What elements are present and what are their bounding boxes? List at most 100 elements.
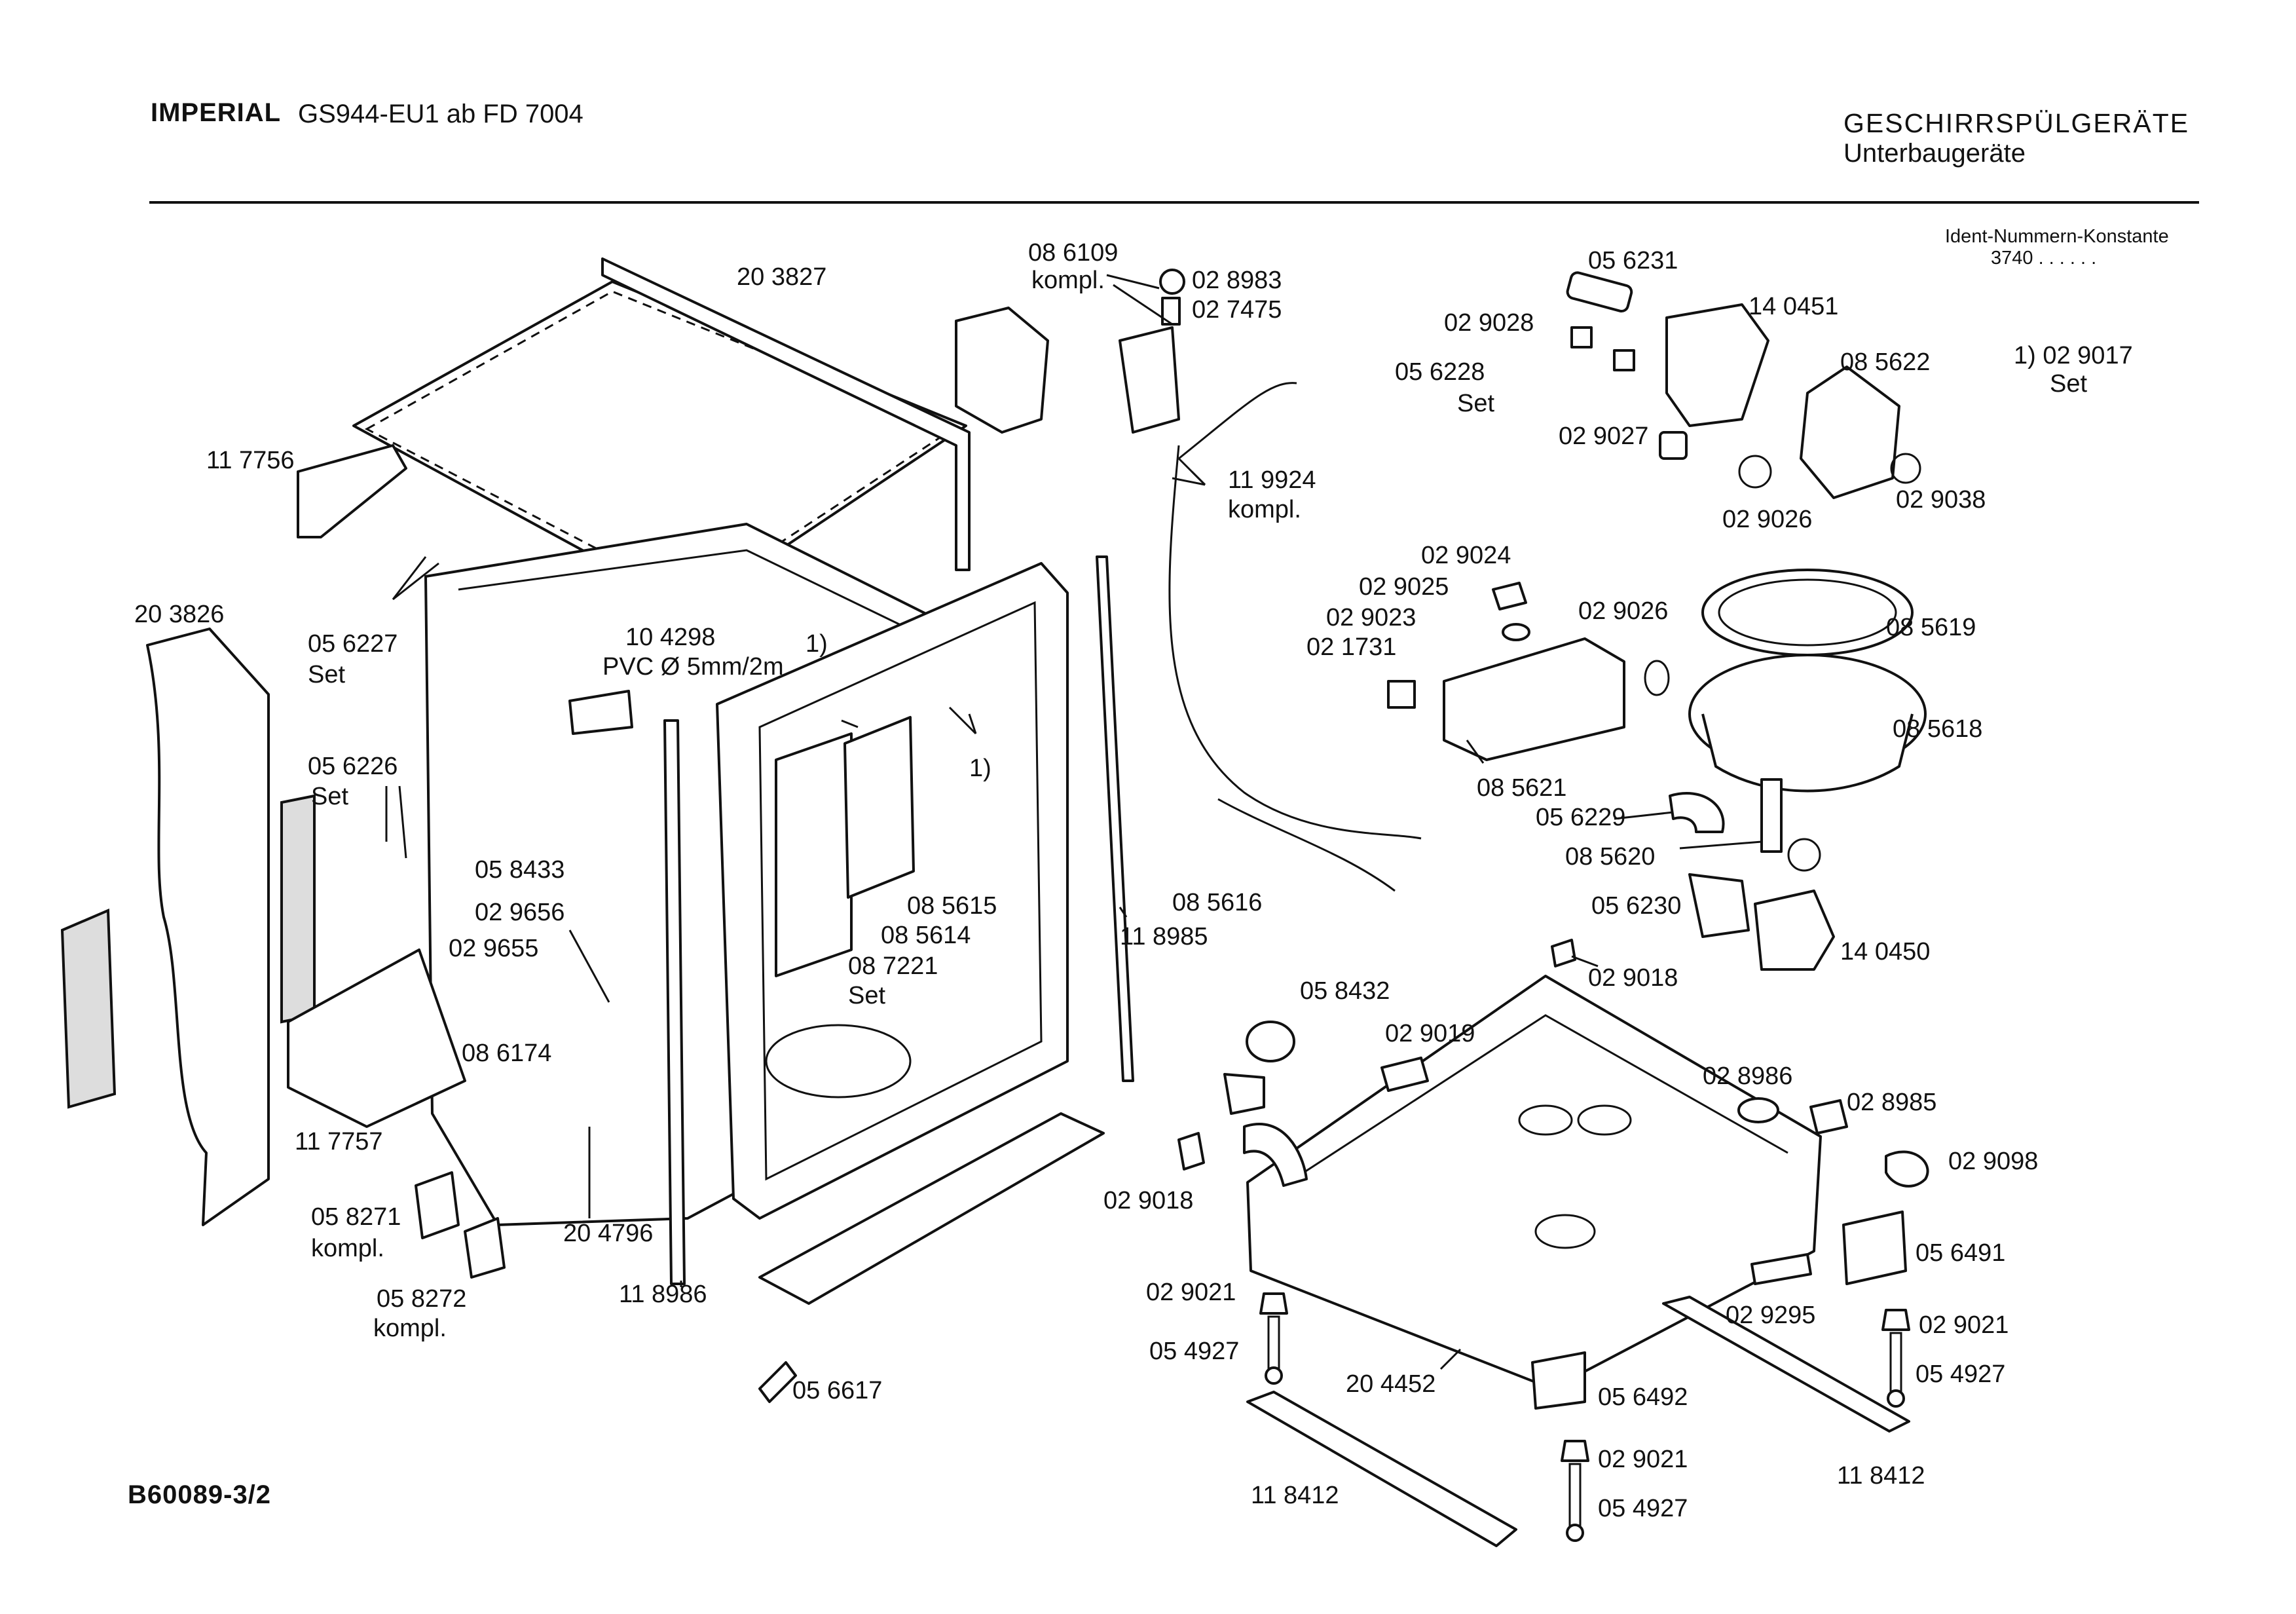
label: 10 4298 — [625, 624, 715, 651]
appliance-subcategory: Unterbaugeräte — [1843, 139, 2026, 168]
seal-11-8985 — [1096, 555, 1134, 1082]
label: 05 6229 — [1536, 804, 1625, 831]
label: 11 7757 — [295, 1128, 383, 1155]
label: 20 4452 — [1346, 1370, 1435, 1398]
clip-02-9018-top — [1551, 939, 1576, 967]
label: 02 9655 — [449, 935, 538, 962]
cable-02-9098 — [1885, 1150, 1929, 1188]
bracket-05-6492 — [1531, 1351, 1586, 1410]
label: kompl. — [373, 1315, 447, 1342]
label: 11 8985 — [1120, 923, 1208, 950]
circulation-pump — [1688, 873, 1835, 971]
foot-rail-right — [1662, 1296, 1910, 1433]
part-labels: 20 3827 08 6109 kompl. 02 8983 02 7475 0… — [134, 239, 2133, 1522]
label: 08 5621 — [1477, 774, 1566, 802]
cap-02-8986 — [1737, 1097, 1779, 1123]
label: 02 9656 — [475, 899, 565, 926]
label: 08 5620 — [1565, 843, 1655, 871]
label: kompl. — [1228, 496, 1301, 523]
base-tray — [1243, 975, 1822, 1390]
label: 05 6227 — [308, 630, 398, 658]
clip-05-6617 — [758, 1361, 797, 1403]
pump-assembly — [1566, 271, 1921, 499]
label: 02 9027 — [1559, 422, 1648, 450]
brand-name: IMPERIAL — [151, 98, 282, 127]
base-rail — [758, 1112, 1105, 1305]
label: 02 9021 — [1598, 1446, 1688, 1473]
side-panel-left — [60, 628, 316, 1226]
label: 08 5622 — [1840, 348, 1930, 376]
label: 08 5615 — [907, 892, 997, 920]
label: 11 8986 — [619, 1281, 707, 1308]
appliance-category: GESCHIRRSPÜLGERÄTE — [1843, 108, 2190, 138]
label: 02 9021 — [1146, 1279, 1236, 1306]
label: 08 5616 — [1172, 889, 1262, 916]
label: 05 6228 — [1395, 358, 1485, 386]
label: 05 6226 — [308, 753, 398, 780]
label: 11 7756 — [206, 447, 295, 474]
foot-rail-left — [1246, 1391, 1517, 1547]
label: Set — [311, 783, 348, 810]
label: 20 4796 — [563, 1220, 653, 1247]
bracket-02-9019 — [1380, 1057, 1429, 1092]
label: 02 7475 — [1192, 296, 1282, 324]
plug-02-9295 — [1750, 1253, 1812, 1285]
label: 02 9026 — [1722, 506, 1812, 533]
switch-02-8985 — [1809, 1099, 1848, 1135]
drawing-number: B60089-3/2 — [128, 1480, 272, 1509]
label: 02 8986 — [1703, 1062, 1792, 1090]
label: 08 6174 — [462, 1040, 551, 1067]
top-plate — [352, 257, 971, 610]
tube-08-5620 — [1760, 778, 1783, 853]
label: 02 8985 — [1847, 1089, 1936, 1116]
switch-05-8271 — [415, 1171, 460, 1239]
label: 08 5614 — [881, 922, 971, 949]
label: 02 9018 — [1588, 964, 1678, 992]
label: 02 9024 — [1421, 542, 1511, 569]
label: 14 0450 — [1840, 938, 1930, 966]
clip-02-9018-left — [1177, 1132, 1205, 1171]
label: Set — [2050, 370, 2087, 398]
label: 05 8433 — [475, 856, 565, 884]
plate-11-7757 — [287, 948, 466, 1128]
label: 11 8412 — [1251, 1482, 1339, 1509]
label: 05 6231 — [1588, 247, 1678, 274]
label: Set — [308, 661, 345, 688]
leader-lines — [385, 274, 1762, 1370]
cover-05-6491 — [1842, 1210, 1907, 1285]
elbow-hose — [1669, 792, 1725, 833]
switch-05-8272 — [464, 1217, 506, 1279]
adjustable-feet — [1259, 1292, 1910, 1542]
bracket-11-7756 — [297, 444, 407, 538]
label: 08 5619 — [1886, 614, 1976, 641]
label: 08 6109 — [1028, 239, 1118, 267]
label: 02 8983 — [1192, 267, 1282, 294]
label: 02 1731 — [1306, 633, 1396, 661]
label: 05 6617 — [792, 1377, 882, 1404]
label: 1) 02 9017 — [2014, 342, 2133, 369]
label: 08 7221 — [848, 952, 938, 980]
valve-block — [1387, 582, 1670, 761]
label: 11 8412 — [1837, 1462, 1925, 1490]
label: 14 0451 — [1749, 293, 1838, 320]
label: 05 6492 — [1598, 1383, 1688, 1411]
label: 02 9019 — [1385, 1020, 1475, 1047]
seal-11-8986 — [663, 719, 686, 1285]
label: 02 9295 — [1726, 1302, 1815, 1329]
label: 02 9028 — [1444, 309, 1534, 337]
header-rule — [149, 201, 2199, 204]
label: 20 3826 — [134, 601, 224, 628]
label: 1) — [805, 630, 828, 658]
pressure-switch — [1223, 1021, 1295, 1115]
label: 02 9026 — [1578, 597, 1668, 625]
hose-bundle — [1168, 445, 1422, 840]
label: Set — [1457, 390, 1494, 417]
ident-label: Ident-Nummern-Konstante — [1945, 226, 2169, 247]
label: 02 9098 — [1948, 1148, 2038, 1175]
label: 11 9924 — [1228, 466, 1316, 494]
label: 02 9021 — [1919, 1311, 2009, 1339]
model-designation: GS944-EU1 ab FD 7004 — [298, 100, 583, 128]
label: PVC Ø 5mm/2m — [602, 653, 784, 681]
label: 05 4927 — [1149, 1338, 1239, 1365]
